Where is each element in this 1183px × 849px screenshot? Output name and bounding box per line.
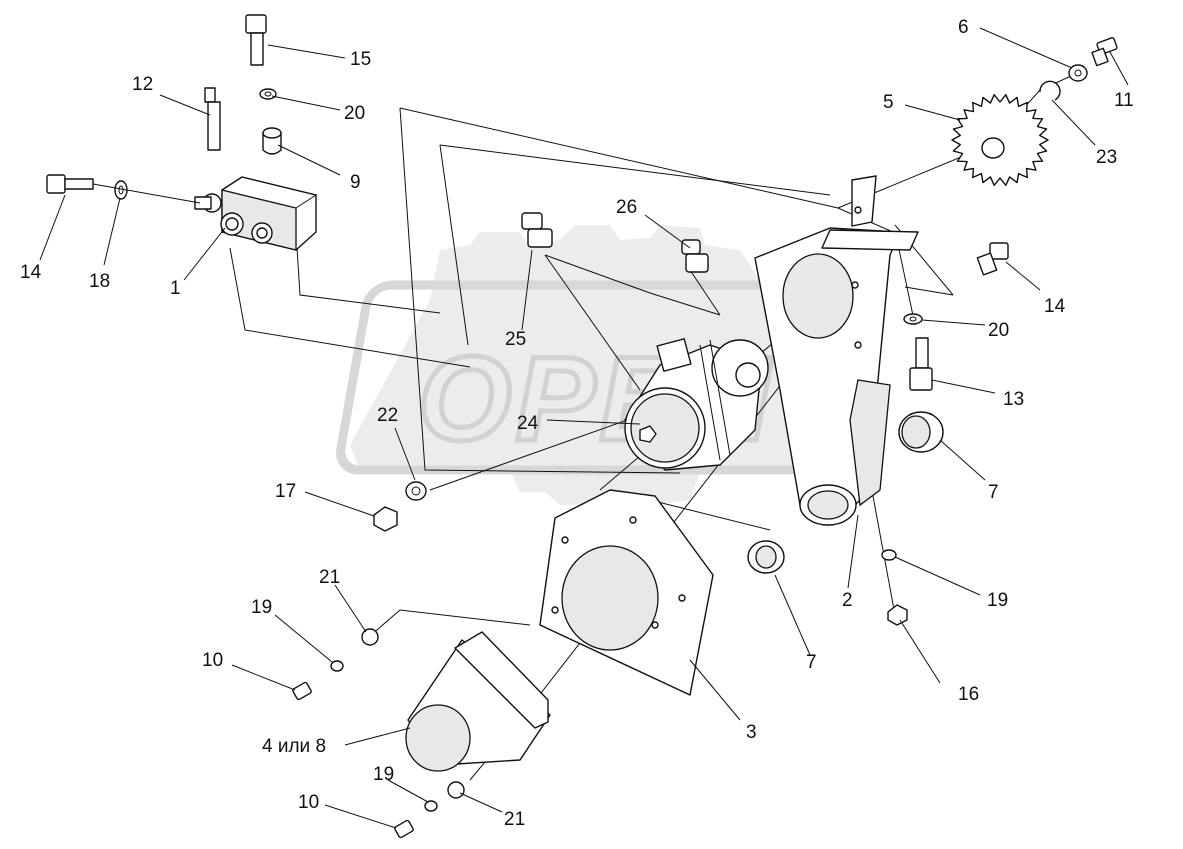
label-11: 11 <box>1114 90 1134 111</box>
label-7-lower: 7 <box>806 652 817 673</box>
label-26: 26 <box>616 197 637 218</box>
bolt-13 <box>909 337 933 391</box>
gear <box>951 93 1049 187</box>
label-21-lower: 21 <box>504 809 525 830</box>
label-21-upper: 21 <box>319 567 340 588</box>
label-7-upper: 7 <box>988 482 999 503</box>
label-12: 12 <box>132 74 153 95</box>
fitting-26 <box>681 239 709 273</box>
label-23: 23 <box>1096 147 1117 168</box>
nut-16 <box>887 604 908 626</box>
label-22: 22 <box>377 405 398 426</box>
label-19-right: 19 <box>987 590 1008 611</box>
label-10-lower: 10 <box>298 792 319 813</box>
washer-19a <box>330 660 344 672</box>
washer-20a <box>259 88 277 100</box>
label-19-left: 19 <box>251 597 272 618</box>
bushing-9 <box>262 127 282 155</box>
label-20-lower: 20 <box>988 320 1009 341</box>
hydraulic-motor <box>624 338 769 471</box>
label-19-bottom: 19 <box>373 764 394 785</box>
bolt-15 <box>245 14 267 66</box>
callouts: 1 2 3 4 или 8 5 6 7 7 9 10 10 11 12 13 1… <box>20 17 1134 830</box>
label-16: 16 <box>958 684 979 705</box>
fitting-25 <box>521 212 553 248</box>
bushing-7-upper <box>898 411 944 453</box>
washer-6 <box>1068 64 1088 82</box>
label-15: 15 <box>350 49 371 70</box>
valve-block <box>194 176 318 251</box>
label-1: 1 <box>170 278 181 299</box>
washer-20b <box>903 313 923 325</box>
label-4-or-8: 4 или 8 <box>262 736 326 757</box>
cover-4-or-8 <box>405 631 551 772</box>
nut-17 <box>373 506 398 532</box>
label-18: 18 <box>89 271 110 292</box>
washer-21b <box>447 781 465 799</box>
leader-lines <box>39 27 1129 829</box>
label-10-upper: 10 <box>202 650 223 671</box>
label-6: 6 <box>958 17 969 38</box>
label-14-left: 14 <box>20 262 42 283</box>
label-24: 24 <box>517 413 539 434</box>
bolt-10a <box>292 681 312 701</box>
label-14-right: 14 <box>1044 296 1066 317</box>
label-25: 25 <box>505 329 526 350</box>
washer-22 <box>405 481 427 501</box>
bolt-11 <box>1091 37 1118 67</box>
label-2: 2 <box>842 590 853 611</box>
label-5: 5 <box>883 92 894 113</box>
washer-19b <box>424 800 438 812</box>
main-bracket <box>754 175 919 521</box>
label-13: 13 <box>1003 389 1024 410</box>
bushing-7-bracket <box>799 484 857 526</box>
washer-21a <box>361 628 379 646</box>
label-20-upper: 20 <box>344 103 365 124</box>
adapter-plate <box>539 489 714 696</box>
label-17: 17 <box>275 481 296 502</box>
circlip-23 <box>1039 80 1061 101</box>
bolt-14a <box>46 174 94 194</box>
bolt-10b <box>394 819 414 839</box>
bolt-14b <box>976 242 1009 276</box>
bolt-12 <box>204 87 221 151</box>
label-9: 9 <box>350 172 361 193</box>
washer-19c <box>881 549 897 561</box>
bushing-7-lower <box>747 540 785 574</box>
label-3: 3 <box>746 722 757 743</box>
